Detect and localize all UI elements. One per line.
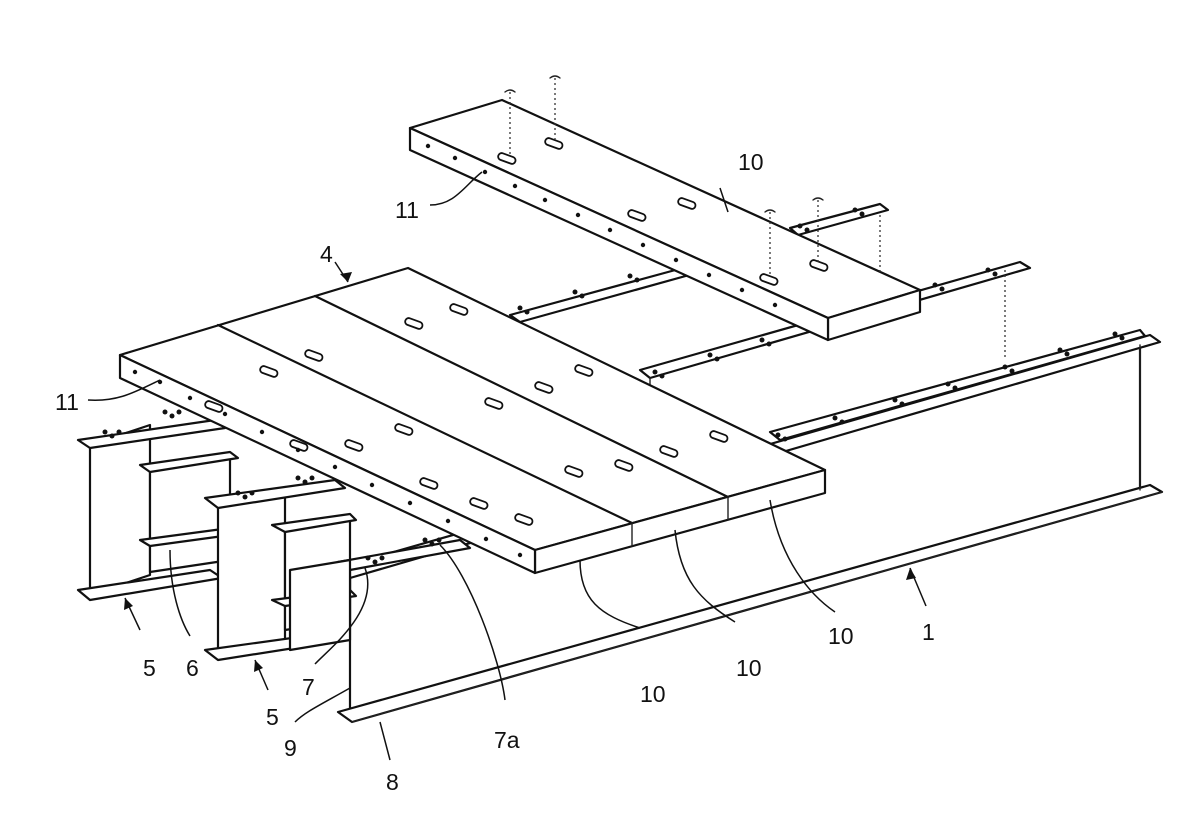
label-web-stiffener: 9 [284,735,297,761]
label-bolt-holes-left: 11 [55,389,79,415]
label-cross-beam-middle: 5 [266,704,279,730]
cross-beam-left [78,420,238,600]
label-bracket-flange: 7a [494,727,520,753]
label-bolt-holes-top: 11 [395,197,419,223]
label-lower-flange: 8 [386,769,399,795]
label-floor-slab-group: 4 [320,241,333,267]
label-bracket: 7 [302,674,315,700]
label-web-plate: 6 [186,655,199,681]
label-slab-top: 10 [738,149,764,175]
label-slab-1: 10 [640,681,666,707]
label-slab-2: 10 [736,655,762,681]
label-slab-3: 10 [828,623,854,649]
label-main-girder: 1 [922,619,935,645]
label-cross-beam-left: 5 [143,655,156,681]
